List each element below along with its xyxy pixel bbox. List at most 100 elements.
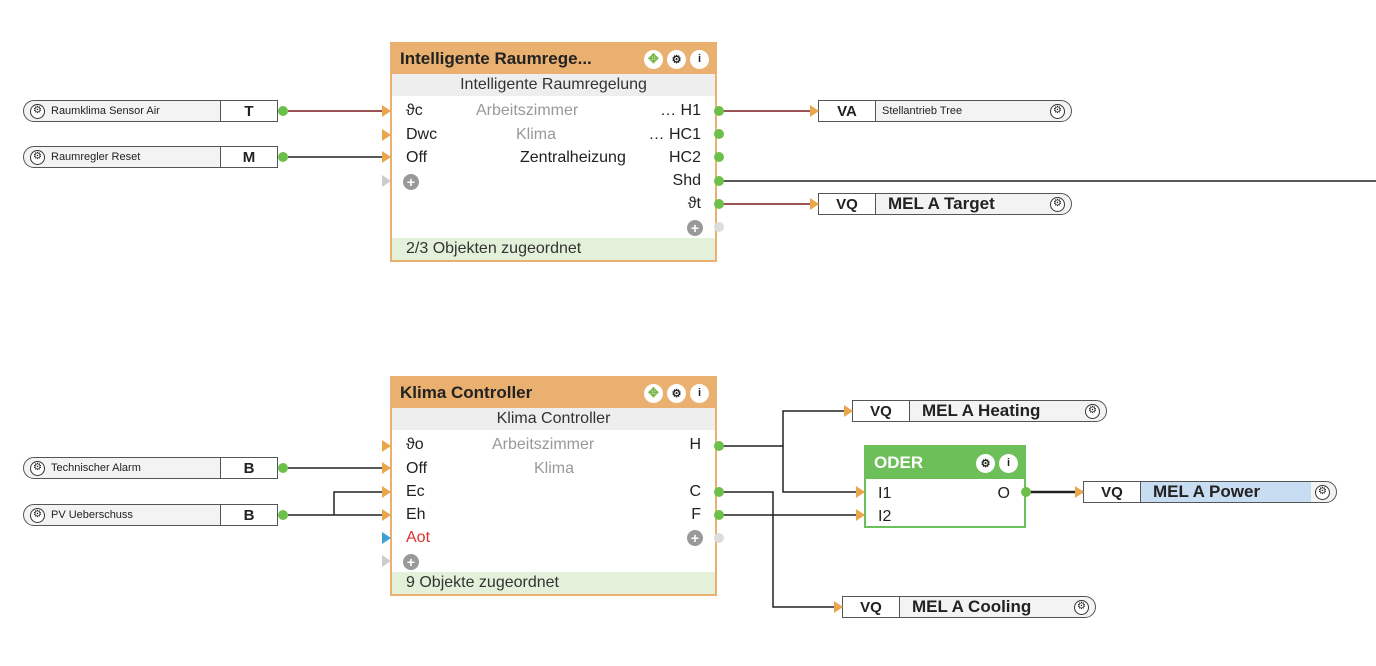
wire-h-to-heating bbox=[720, 410, 852, 447]
add-output-icon[interactable]: + bbox=[687, 530, 703, 546]
tag-input-connector[interactable] bbox=[810, 105, 819, 117]
wire-pv-to-ec bbox=[333, 491, 390, 515]
gear-icon[interactable]: ⚙ bbox=[30, 149, 45, 165]
input-connector[interactable] bbox=[382, 486, 391, 498]
input-connector[interactable] bbox=[382, 151, 391, 163]
oder-header[interactable]: ODER ⚙ i bbox=[866, 447, 1024, 479]
output-connector[interactable] bbox=[714, 106, 724, 116]
input-tag-raumregler-reset[interactable]: ⚙ Raumregler Reset M bbox=[23, 146, 278, 168]
tag-input-connector[interactable] bbox=[810, 198, 819, 210]
klima-controller-block[interactable]: Klima Controller ✥ ⚙ i Klima Controller … bbox=[390, 376, 717, 596]
output-connector[interactable] bbox=[714, 176, 724, 186]
system-label: Zentralheizung bbox=[520, 149, 626, 166]
output-tag-mel-a-power[interactable]: VQ MEL A Power ⚙ bbox=[1083, 481, 1337, 503]
input-tag-pv-ueberschuss[interactable]: ⚙ PV Ueberschuss B bbox=[23, 504, 278, 526]
add-output-icon[interactable]: + bbox=[687, 220, 703, 236]
block-title: Klima Controller bbox=[400, 383, 533, 402]
output-theta-t[interactable]: ϑt bbox=[687, 195, 701, 212]
oder-output-o[interactable]: O bbox=[997, 485, 1010, 502]
info-icon[interactable]: i bbox=[690, 383, 709, 403]
tag-input-connector[interactable] bbox=[834, 601, 843, 613]
gear-icon[interactable]: ⚙ bbox=[1074, 599, 1089, 615]
output-h1[interactable]: … H1 bbox=[660, 102, 701, 119]
input-connector[interactable] bbox=[382, 509, 391, 521]
output-connector[interactable] bbox=[714, 441, 724, 451]
gear-icon[interactable]: ⚙ bbox=[667, 49, 686, 69]
info-icon[interactable]: i bbox=[999, 453, 1018, 473]
room-label: Arbeitszimmer bbox=[476, 102, 579, 119]
gear-icon[interactable]: ⚙ bbox=[30, 460, 45, 476]
output-connector[interactable] bbox=[714, 487, 724, 497]
block-header[interactable]: Klima Controller ✥ ⚙ i bbox=[392, 378, 715, 408]
gear-icon[interactable]: ⚙ bbox=[1050, 103, 1065, 119]
output-connector[interactable] bbox=[714, 129, 724, 139]
input-connector[interactable] bbox=[856, 509, 865, 521]
oder-block[interactable]: ODER ⚙ i I1 I2 O bbox=[864, 445, 1026, 528]
block-title: Intelligente Raumrege... bbox=[400, 49, 592, 68]
wire-h-to-oder-i1 bbox=[782, 446, 865, 493]
move-icon[interactable]: ✥ bbox=[644, 383, 663, 403]
output-connector[interactable] bbox=[714, 533, 724, 543]
input-connector-aot[interactable] bbox=[382, 532, 391, 544]
input-off[interactable]: Off bbox=[406, 149, 428, 166]
block-subtitle: Intelligente Raumregelung bbox=[392, 74, 715, 96]
gear-icon[interactable]: ⚙ bbox=[30, 103, 45, 119]
output-hc1[interactable]: … HC1 bbox=[648, 126, 701, 143]
output-connector[interactable] bbox=[714, 222, 724, 232]
info-icon[interactable]: i bbox=[690, 49, 709, 69]
input-dwc[interactable]: Dwc bbox=[406, 126, 438, 143]
gear-icon[interactable]: ⚙ bbox=[1085, 403, 1100, 419]
oder-input-i2[interactable]: I2 bbox=[878, 508, 892, 525]
output-tag-stellantrieb-tree[interactable]: VA Stellantrieb Tree ⚙ bbox=[818, 100, 1072, 122]
gear-icon[interactable]: ⚙ bbox=[1050, 196, 1065, 212]
input-theta-c[interactable]: ϑc bbox=[406, 102, 423, 119]
input-connector[interactable] bbox=[382, 129, 391, 141]
input-connector[interactable] bbox=[382, 555, 391, 567]
add-input-icon[interactable]: + bbox=[403, 554, 419, 570]
input-connector[interactable] bbox=[382, 175, 391, 187]
category-label: Klima bbox=[534, 460, 575, 477]
output-tag-mel-a-target[interactable]: VQ MEL A Target ⚙ bbox=[818, 193, 1072, 215]
output-connector[interactable] bbox=[278, 510, 288, 520]
input-tag-technischer-alarm[interactable]: ⚙ Technischer Alarm B bbox=[23, 457, 278, 479]
output-c[interactable]: C bbox=[689, 483, 701, 500]
output-connector[interactable] bbox=[714, 510, 724, 520]
room-label: Arbeitszimmer bbox=[492, 436, 595, 453]
output-connector[interactable] bbox=[278, 152, 288, 162]
output-h[interactable]: H bbox=[689, 436, 701, 453]
category-label: Klima bbox=[516, 126, 557, 143]
input-theta-o[interactable]: ϑo bbox=[406, 436, 424, 453]
gear-icon[interactable]: ⚙ bbox=[1315, 484, 1330, 500]
intelligente-raumregelung-block[interactable]: Intelligente Raumrege... ✥ ⚙ i Intellige… bbox=[390, 42, 717, 262]
output-f[interactable]: F bbox=[691, 506, 701, 523]
add-input-icon[interactable]: + bbox=[403, 174, 419, 190]
input-tag-raumklima-sensor[interactable]: ⚙ Raumklima Sensor Air T bbox=[23, 100, 278, 122]
tag-input-connector[interactable] bbox=[844, 405, 853, 417]
input-connector[interactable] bbox=[382, 462, 391, 474]
output-connector[interactable] bbox=[714, 199, 724, 209]
output-connector[interactable] bbox=[714, 152, 724, 162]
block-header[interactable]: Intelligente Raumrege... ✥ ⚙ i bbox=[392, 44, 715, 74]
input-off[interactable]: Off bbox=[406, 460, 428, 477]
output-tag-mel-a-heating[interactable]: VQ MEL A Heating ⚙ bbox=[852, 400, 1107, 422]
output-connector[interactable] bbox=[278, 106, 288, 116]
input-connector[interactable] bbox=[856, 486, 865, 498]
input-ec[interactable]: Ec bbox=[406, 483, 425, 500]
input-connector[interactable] bbox=[382, 105, 391, 117]
gear-icon[interactable]: ⚙ bbox=[30, 507, 45, 523]
output-tag-mel-a-cooling[interactable]: VQ MEL A Cooling ⚙ bbox=[842, 596, 1096, 618]
output-shd[interactable]: Shd bbox=[672, 172, 701, 189]
block-footer: 2/3 Objekten zugeordnet bbox=[392, 238, 715, 260]
input-eh[interactable]: Eh bbox=[406, 506, 426, 523]
oder-input-i1[interactable]: I1 bbox=[878, 485, 892, 502]
output-connector[interactable] bbox=[278, 463, 288, 473]
gear-icon[interactable]: ⚙ bbox=[667, 383, 686, 403]
tag-input-connector[interactable] bbox=[1075, 486, 1084, 498]
move-icon[interactable]: ✥ bbox=[644, 49, 663, 69]
input-aot[interactable]: Aot bbox=[406, 529, 431, 546]
input-connector[interactable] bbox=[382, 440, 391, 452]
output-connector[interactable] bbox=[1021, 487, 1031, 497]
gear-icon[interactable]: ⚙ bbox=[976, 453, 995, 473]
output-hc2[interactable]: HC2 bbox=[668, 149, 701, 166]
